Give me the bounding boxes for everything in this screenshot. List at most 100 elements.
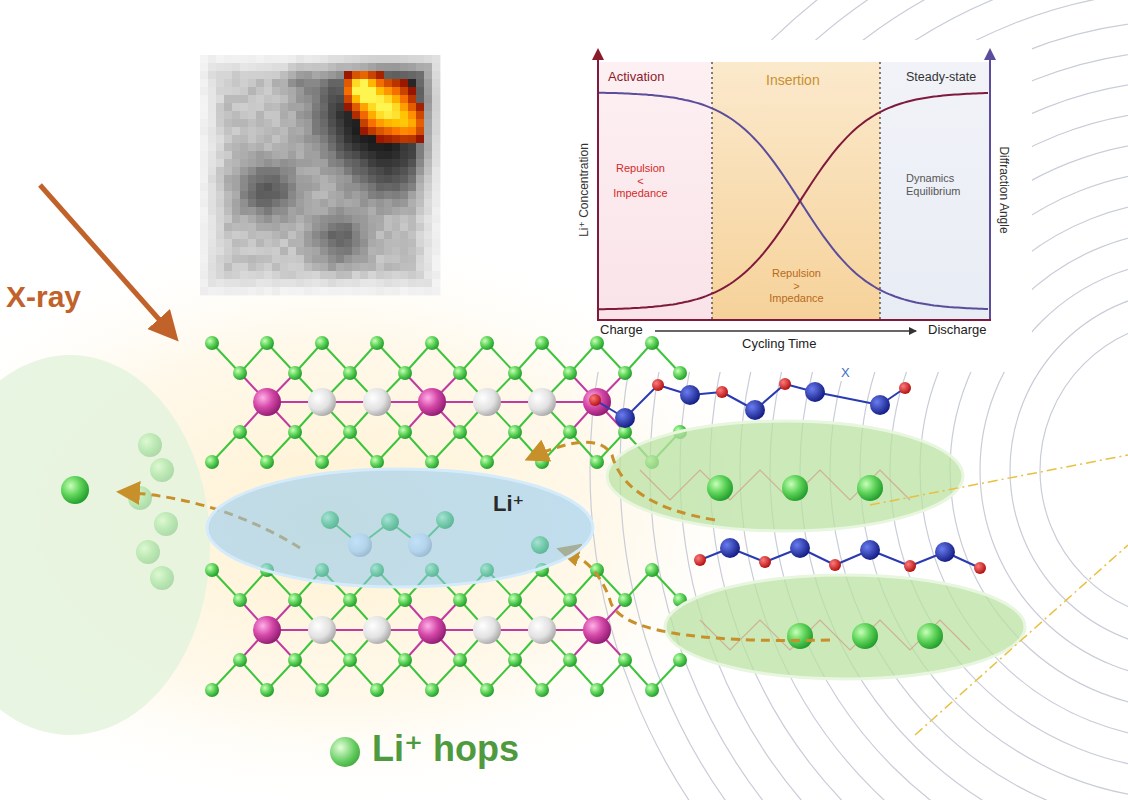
heatmap-pixel	[232, 183, 240, 191]
heatmap-pixel	[296, 135, 304, 143]
heatmap-pixel	[240, 135, 248, 143]
axis-title: Diffraction Angle	[996, 146, 1010, 233]
heatmap-pixel	[312, 103, 320, 111]
heatmap-pixel	[216, 279, 224, 287]
heatmap-pixel	[400, 271, 408, 279]
heatmap-pixel	[360, 127, 368, 135]
heatmap-pixel	[432, 231, 440, 239]
heatmap-pixel	[312, 55, 320, 63]
lithium-atom	[315, 336, 329, 350]
heatmap-pixel	[240, 223, 248, 231]
heatmap-pixel	[216, 175, 224, 183]
heatmap-pixel	[384, 127, 392, 135]
heatmap-pixel	[384, 215, 392, 223]
heatmap-pixel	[208, 223, 216, 231]
heatmap-pixel	[304, 111, 312, 119]
heatmap-pixel	[352, 191, 360, 199]
heatmap-pixel	[224, 239, 232, 247]
heatmap-pixel	[296, 255, 304, 263]
hop-arrow	[562, 550, 830, 641]
heatmap-pixel	[256, 111, 264, 119]
heatmap-pixel	[208, 135, 216, 143]
heatmap-pixel	[264, 159, 272, 167]
heatmap-pixel	[304, 247, 312, 255]
heatmap-pixel	[368, 287, 376, 295]
heatmap-pixel	[424, 287, 432, 295]
heatmap-pixel	[232, 159, 240, 167]
heatmap-pixel	[328, 143, 336, 151]
heatmap-pixel	[288, 271, 296, 279]
heatmap-pixel	[256, 207, 264, 215]
heatmap-pixel	[432, 207, 440, 215]
heatmap-pixel	[408, 167, 416, 175]
heatmap-pixel	[272, 87, 280, 95]
guide-line	[915, 545, 1128, 735]
heatmap-pixel	[248, 95, 256, 103]
heatmap-pixel	[312, 87, 320, 95]
heatmap-pixel	[384, 103, 392, 111]
heatmap-pixel	[432, 151, 440, 159]
heatmap-pixel	[208, 207, 216, 215]
lithium-atom	[563, 366, 577, 380]
heatmap-pixel	[224, 119, 232, 127]
heatmap-pixel	[328, 135, 336, 143]
lithium-atom	[618, 366, 632, 380]
heatmap-pixel	[224, 287, 232, 295]
heatmap-pixel	[216, 95, 224, 103]
heatmap-pixel	[264, 151, 272, 159]
heatmap-pixel	[264, 271, 272, 279]
heatmap-pixel	[208, 63, 216, 71]
heatmap-pixel	[416, 271, 424, 279]
lithium-atom	[480, 455, 494, 469]
heatmap-pixel	[384, 247, 392, 255]
heatmap-pixel	[296, 111, 304, 119]
oxygen-atom	[779, 378, 791, 390]
heatmap-pixel	[240, 167, 248, 175]
framework-atom	[615, 408, 635, 428]
heatmap-pixel	[200, 159, 208, 167]
lithium-atom	[425, 455, 439, 469]
heatmap-pixel	[416, 263, 424, 271]
heatmap-pixel	[408, 63, 416, 71]
framework-trace	[640, 470, 910, 500]
heatmap-pixel	[392, 215, 400, 223]
metal-atom	[528, 388, 556, 416]
heatmap-pixel	[392, 207, 400, 215]
heatmap-pixel	[344, 215, 352, 223]
heatmap-pixel	[312, 239, 320, 247]
heatmap-pixel	[200, 103, 208, 111]
dopant-atom	[583, 388, 611, 416]
heatmap-pixel	[312, 199, 320, 207]
heatmap-pixel	[384, 279, 392, 287]
heatmap-pixel	[304, 287, 312, 295]
heatmap-pixel	[424, 103, 432, 111]
heatmap-pixel	[336, 71, 344, 79]
heatmap-pixel	[376, 199, 384, 207]
legend-text: Li⁺ hops	[372, 728, 519, 769]
heatmap-pixel	[384, 55, 392, 63]
heatmap-pixel	[200, 119, 208, 127]
heatmap-pixel	[344, 111, 352, 119]
heatmap-pixel	[360, 95, 368, 103]
phase-divider	[711, 62, 712, 320]
heatmap-pixel	[232, 55, 240, 63]
heatmap-pixel	[208, 215, 216, 223]
lithium-atom	[673, 653, 687, 667]
lithium-atom	[508, 425, 522, 439]
heatmap-pixel	[296, 279, 304, 287]
heatmap-pixel	[288, 247, 296, 255]
heatmap-pixel	[400, 151, 408, 159]
heatmap-pixel	[232, 255, 240, 263]
heatmap-pixel	[352, 207, 360, 215]
heatmap-pixel	[408, 207, 416, 215]
heatmap-pixel	[216, 247, 224, 255]
heatmap-pixel	[272, 191, 280, 199]
heatmap-pixel	[336, 79, 344, 87]
heatmap-pixel	[208, 191, 216, 199]
xray-heatmap	[200, 55, 440, 295]
heatmap-pixel	[296, 79, 304, 87]
heatmap-pixel	[424, 223, 432, 231]
heatmap-pixel	[416, 279, 424, 287]
heatmap-pixel	[200, 287, 208, 295]
heatmap-pixel	[432, 215, 440, 223]
